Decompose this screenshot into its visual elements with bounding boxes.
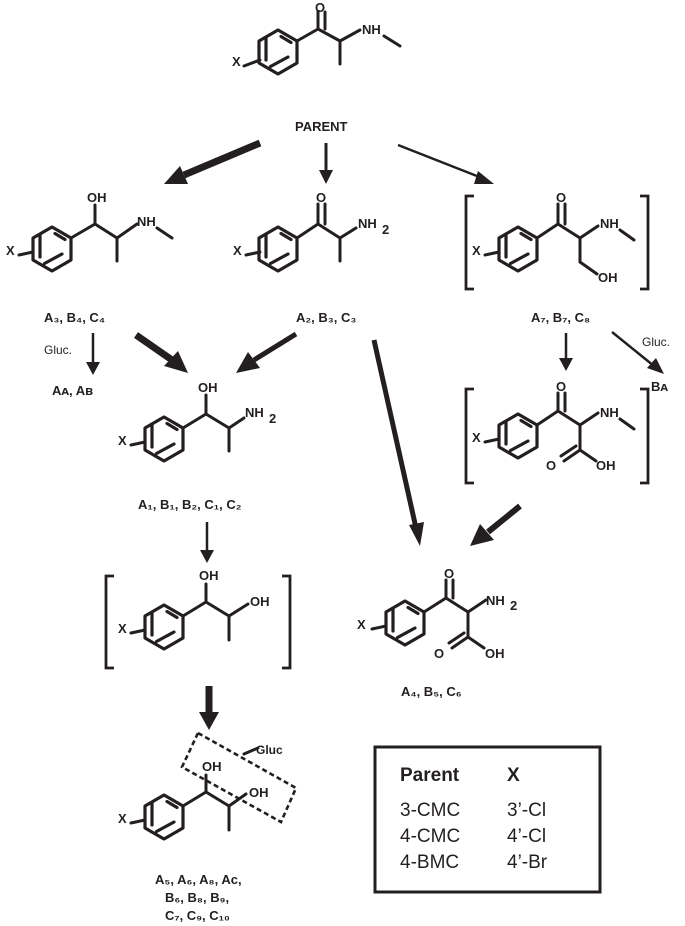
metabolite-label-aa: Aᴀ, Aʙ (52, 383, 93, 398)
nh2-label: NH (486, 593, 505, 608)
arrow-parent-middle (319, 143, 333, 184)
nh2-label: NH (358, 216, 377, 231)
nh-label: NH (362, 22, 381, 37)
arrow-carboxy-to-a4 (470, 503, 522, 546)
x-label: X (118, 811, 127, 826)
oh-label: OH (485, 646, 505, 661)
arrow-parent-left (164, 139, 262, 184)
carbonyl-o: O (434, 646, 444, 661)
structure-hydroxy-n-methyl: X OH NH (6, 190, 174, 273)
metabolite-label-a7: A₇, B₇, C₈ (531, 310, 590, 325)
legend-row-parent: 3-CMC (400, 800, 460, 821)
nh2-label: NH (245, 405, 264, 420)
oh-label: OH (596, 458, 616, 473)
gluc-label: Gluc (256, 743, 283, 757)
legend-header-parent: Parent (400, 765, 460, 786)
metabolite-label-a5-line1: A₅, A₆, A₈, Aᴄ, (155, 872, 242, 887)
structure-carboxy-bracketed: X O NH OH O (464, 379, 650, 485)
x-label: X (472, 243, 481, 258)
metabolite-label-a2: A₂, B₃, C₃ (296, 310, 356, 325)
nh-label: NH (600, 405, 619, 420)
structure-nor-cathinone: X O NH 2 (233, 190, 389, 273)
metabolite-label-a5-line2: B₆, B₈, B₉, (165, 890, 229, 905)
x-label: X (6, 243, 15, 258)
atom-subscript: 2 (382, 222, 389, 237)
parent-label: PARENT (295, 119, 348, 134)
x-label: X (118, 433, 127, 448)
arrow-a2-to-a4 (371, 339, 424, 546)
arrow-gluc-left (86, 333, 100, 375)
oh-label: OH (198, 380, 218, 395)
oh-label: OH (249, 785, 269, 800)
legend-table: Parent X 3-CMC 3’-Cl 4-CMC 4’-Cl 4-BMC 4… (373, 745, 602, 894)
metabolite-label-a5-line3: C₇, C₉, C₁₀ (165, 908, 230, 923)
x-label: X (472, 430, 481, 445)
atom-subscript: 2 (510, 598, 517, 613)
gluc-dashed-box (180, 731, 298, 824)
oh-label: OH (202, 759, 222, 774)
metabolite-label-a4: A₄, B₅, C₆ (401, 684, 462, 699)
arrow-a7-down (559, 333, 573, 371)
x-label: X (233, 243, 242, 258)
carbonyl-o: O (546, 458, 556, 473)
oh-label: OH (598, 270, 618, 285)
carbonyl-o: O (315, 0, 325, 15)
legend-row-parent: 4-BMC (400, 852, 459, 873)
x-label: X (232, 54, 241, 69)
nh-label: NH (600, 216, 619, 231)
arrow-parent-right (397, 143, 494, 184)
arrow-a3-to-a1 (134, 332, 188, 373)
structure-diol-glucuronide: X OH OH Gluc (118, 731, 298, 841)
structure-diol-bracketed: X OH OH (104, 568, 292, 670)
carbonyl-o: O (556, 190, 566, 205)
arrow-a1-to-diol (200, 522, 214, 563)
metabolite-label-ba: Bᴀ (651, 379, 668, 394)
structure-amino-acid: X O NH 2 OH O (357, 566, 517, 661)
parent-structure: X O NH (232, 0, 402, 76)
arrow-a7-gluc (611, 331, 664, 374)
carbonyl-o: O (444, 566, 454, 581)
oh-label: OH (250, 594, 270, 609)
metabolite-label-a3: A₃, B₄, C₄ (44, 310, 105, 325)
legend-row-x: 4’-Cl (507, 826, 546, 847)
x-label: X (357, 617, 366, 632)
x-label: X (118, 621, 127, 636)
legend-row-x: 4’-Br (507, 852, 548, 873)
legend-row-x: 3’-Cl (507, 800, 546, 821)
legend-row-parent: 4-CMC (400, 826, 460, 847)
gluc-label-left: Gluc. (44, 343, 72, 357)
arrow-diol-to-gluc (199, 686, 219, 730)
arrow-a2-to-a1 (236, 331, 298, 373)
structure-hydroxy-primary-amine: X OH NH 2 (118, 380, 276, 463)
gluc-label-right: Gluc. (642, 335, 670, 349)
carbonyl-o: O (556, 379, 566, 394)
metabolite-label-a1: A₁, B₁, B₂, C₁, C₂ (138, 497, 242, 512)
oh-label: OH (87, 190, 107, 205)
oh-label: OH (199, 568, 219, 583)
legend-header-x: X (507, 765, 520, 786)
structure-hydroxymethyl-bracketed: X O NH OH (464, 190, 650, 291)
atom-subscript: 2 (269, 411, 276, 426)
nh-label: NH (137, 214, 156, 229)
carbonyl-o: O (316, 190, 326, 205)
